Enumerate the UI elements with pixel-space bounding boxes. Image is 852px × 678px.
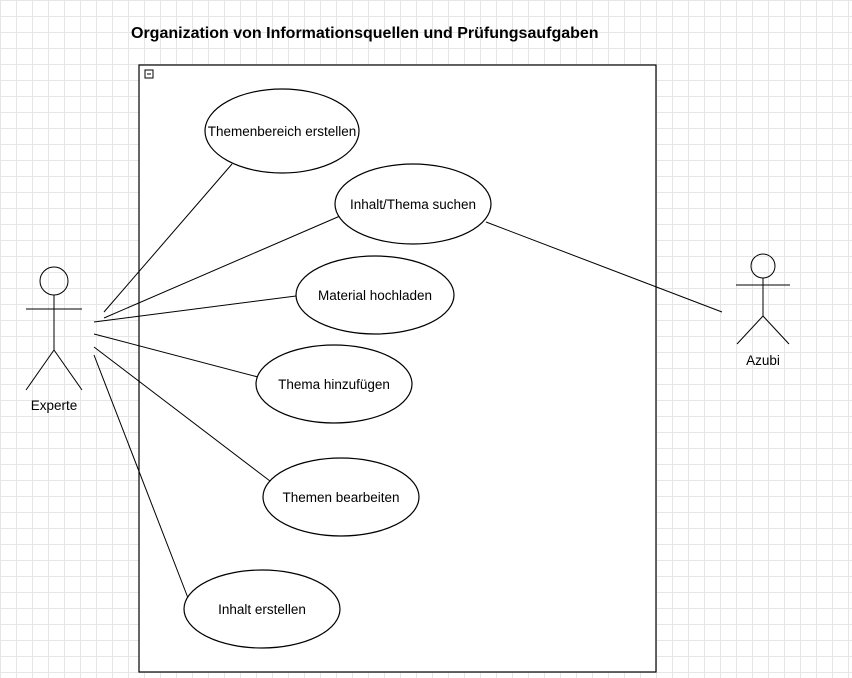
actor-azubi[interactable]: Azubi [736,253,790,368]
stick-figure-icon [736,253,790,345]
association-experte-themenbereich-erstellen[interactable] [103,163,233,313]
use-case-label: Thema hinzufügen [278,377,390,392]
use-case-label: Inhalt/Thema suchen [350,197,476,212]
actor-experte[interactable]: Experte [25,266,83,413]
use-case-themenbereich-erstellen[interactable]: Themenbereich erstellen [204,88,360,174]
association-experte-themen-bearbeiten[interactable] [93,346,271,482]
actor-label: Azubi [746,353,780,368]
diagram-title: Organization von Informationsquellen und… [131,25,599,42]
use-case-inhalt-erstellen[interactable]: Inhalt erstellen [183,569,341,649]
use-case-label: Themen bearbeiten [282,490,399,505]
use-case-label: Material hochladen [318,288,432,303]
association-experte-thema-hinzufuegen[interactable] [93,333,259,378]
use-case-themen-bearbeiten[interactable]: Themen bearbeiten [262,457,420,537]
use-case-label: Inhalt erstellen [218,602,306,617]
association-experte-inhalt-thema-suchen[interactable] [103,215,341,319]
association-experte-inhalt-erstellen[interactable] [93,354,189,599]
association-azubi-inhalt-thema-suchen[interactable] [485,221,723,313]
use-case-material-hochladen[interactable]: Material hochladen [295,255,455,335]
association-experte-material-hochladen[interactable] [93,295,297,323]
actor-label: Experte [31,398,78,413]
collapse-icon[interactable] [144,69,154,79]
use-case-thema-hinzufuegen[interactable]: Thema hinzufügen [255,344,413,424]
stick-figure-icon [25,266,83,391]
use-case-label: Themenbereich erstellen [208,124,357,139]
use-case-inhalt-thema-suchen[interactable]: Inhalt/Thema suchen [334,163,492,245]
